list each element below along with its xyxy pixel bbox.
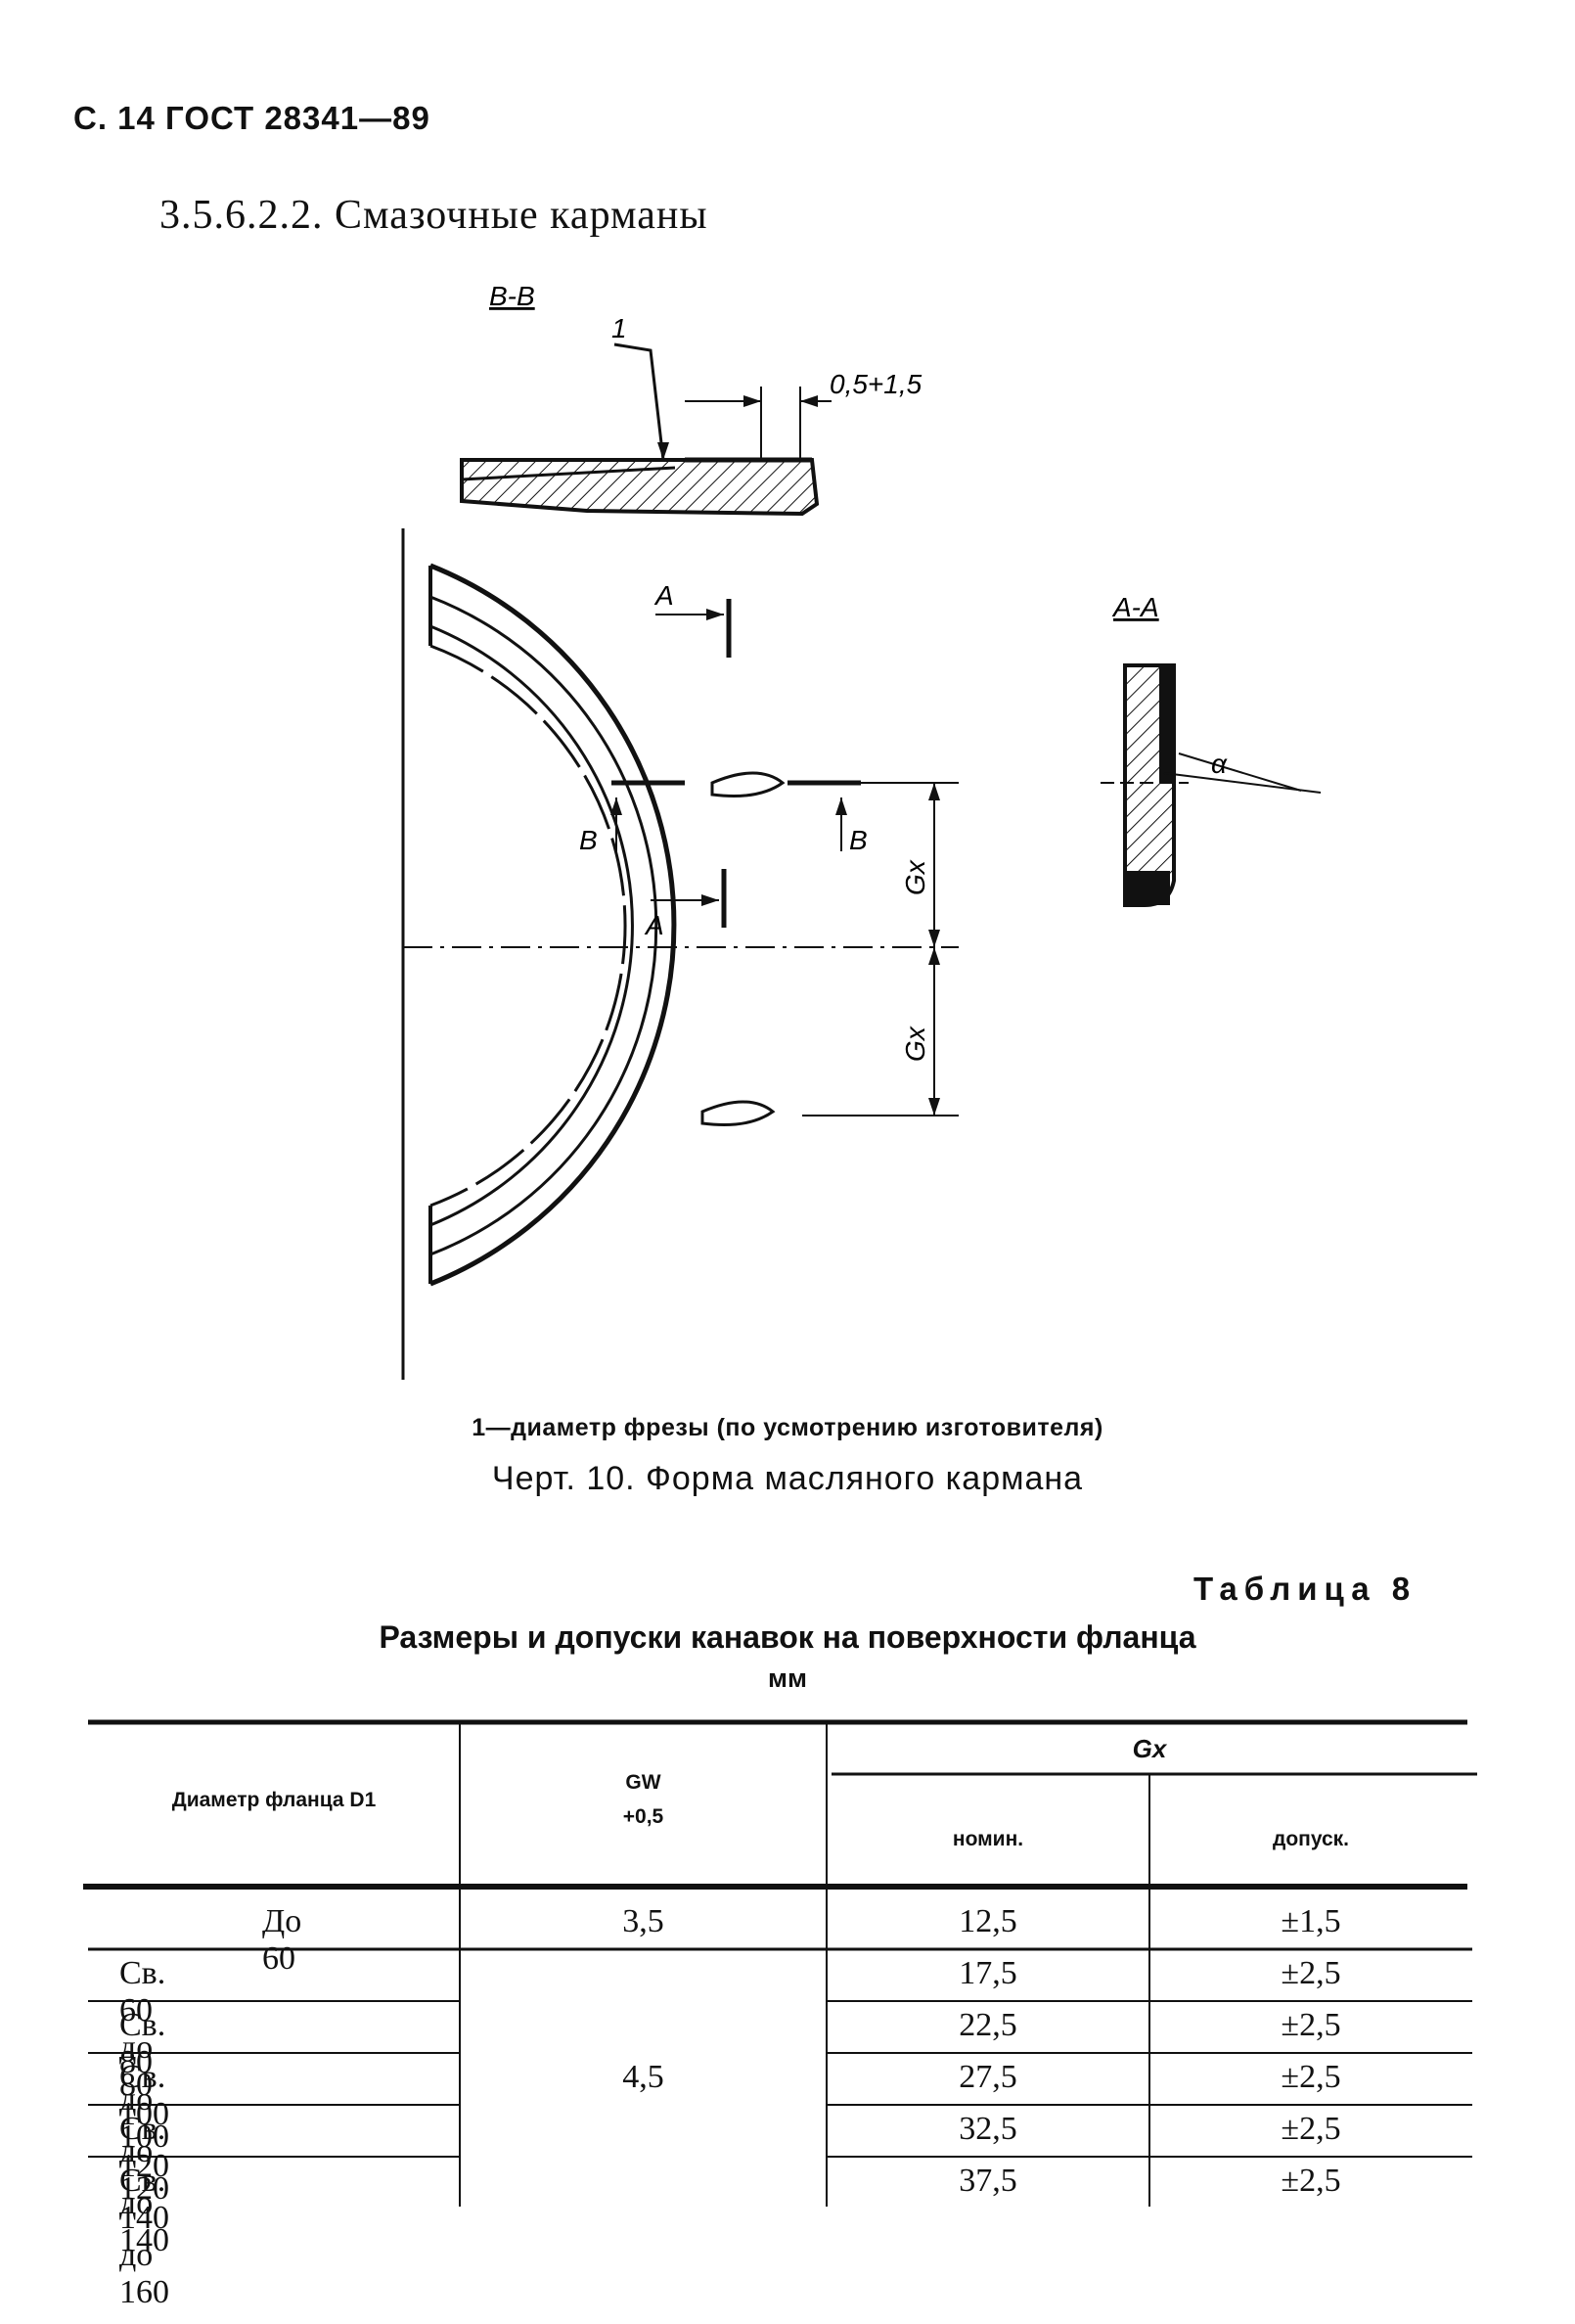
cut-b-right-label: В <box>849 825 868 855</box>
row-3-diameter: Св. 80 до 100 <box>119 2007 169 2155</box>
row-4-diameter: Св. 100 до 120 <box>119 2059 169 2207</box>
header-gx-tolerance: допуск. <box>1272 1828 1350 1850</box>
row-2-tolerance: ±2,5 <box>1281 1955 1341 1991</box>
gx-top-dimension: Gx <box>900 859 930 895</box>
header-gx-nominal: номин. <box>952 1828 1024 1850</box>
angle-label: α <box>1211 749 1228 779</box>
pocket-depth-dimension: 0,5+1,5 <box>830 369 922 399</box>
section-title: 3.5.6.2.2. Смазочные карманы <box>159 193 708 238</box>
table-title: Размеры и допуски канавок на поверхности… <box>379 1619 1196 1655</box>
row-2-nominal: 17,5 <box>959 1955 1017 1991</box>
figure-caption: Черт. 10. Форма масляного кармана <box>491 1460 1084 1497</box>
row-1-nominal: 12,5 <box>959 1903 1017 1939</box>
row-1-diameter: До 60 <box>262 1903 302 1977</box>
table-label: Таблица 8 <box>1193 1571 1418 1607</box>
row-2-diameter: Св. 60 до 80 <box>119 1955 166 2103</box>
row-4-nominal: 27,5 <box>959 2059 1017 2095</box>
header-gw-tolerance: +0,5 <box>622 1805 664 1828</box>
row-5-diameter: Св. 120 до 140 <box>119 2111 169 2258</box>
oil-pocket-drawing: В-В 1 0,5+1,5 А В В <box>401 281 1322 1380</box>
flange-half-view: А В В А Gx Gx <box>401 528 959 1380</box>
row-4-tolerance: ±2,5 <box>1281 2059 1341 2095</box>
row-6-diameter: Св. 140 до 160 <box>119 2163 169 2310</box>
row-5-tolerance: ±2,5 <box>1281 2111 1341 2147</box>
section-bb-label: В-В <box>489 281 535 311</box>
gx-bottom-dimension: Gx <box>900 1025 930 1062</box>
row-4-gw: 4,5 <box>622 2059 664 2095</box>
page-header: С. 14 ГОСТ 28341—89 <box>73 100 430 136</box>
cut-a-top-label: А <box>653 580 674 611</box>
row-1-tolerance: ±1,5 <box>1281 1903 1341 1939</box>
row-3-nominal: 22,5 <box>959 2007 1017 2043</box>
item-1-label: 1 <box>611 313 627 343</box>
section-aa-view: А-А α <box>1101 592 1322 907</box>
header-gw-symbol: GW <box>625 1771 661 1794</box>
row-6-nominal: 37,5 <box>959 2163 1017 2199</box>
row-3-tolerance: ±2,5 <box>1281 2007 1341 2043</box>
figure-legend: 1—диаметр фрезы (по усмотрению изготовит… <box>472 1414 1103 1441</box>
section-bb-view: В-В 1 0,5+1,5 <box>460 281 922 517</box>
header-gx: Gx <box>1132 1734 1167 1763</box>
row-5-nominal: 32,5 <box>959 2111 1017 2147</box>
cut-b-left-label: В <box>579 825 598 855</box>
table-units: мм <box>768 1663 807 1693</box>
header-diameter: Диаметр фланца D1 <box>171 1789 377 1811</box>
section-aa-label: А-А <box>1111 592 1159 622</box>
row-6-tolerance: ±2,5 <box>1281 2163 1341 2199</box>
cut-a-mid-label: А <box>644 910 664 940</box>
row-1-gw: 3,5 <box>622 1903 664 1939</box>
